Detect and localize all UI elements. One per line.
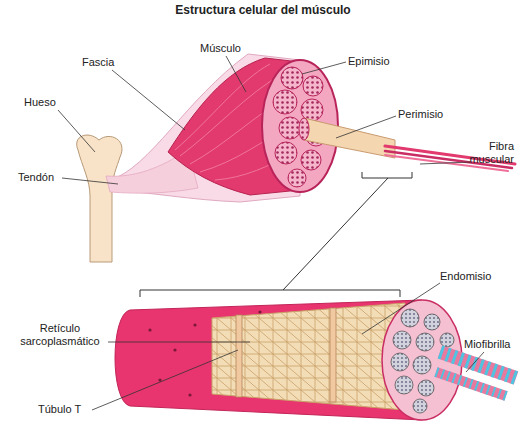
part-label: Epimisio: [348, 55, 408, 68]
part-label: Endomisio: [440, 270, 510, 283]
myofibrils: [436, 352, 516, 396]
fascicle-end: [299, 118, 309, 140]
part-label: Túbulo T: [38, 403, 98, 416]
part-label: Fibra muscular: [456, 140, 514, 166]
part-label: Músculo: [200, 42, 260, 55]
diagram-title: Estructura celular del músculo: [113, 3, 413, 17]
part-label: Retículo sarcoplasmático: [10, 322, 110, 348]
bone: [77, 135, 122, 262]
t-tubules: [236, 308, 336, 402]
perimysium-bundle: [304, 118, 395, 158]
part-label: Perimisio: [398, 108, 458, 121]
sarcoplasmic-reticulum: [212, 303, 405, 410]
leader-lines: [58, 56, 484, 410]
part-label: Miofibrilla: [464, 338, 524, 351]
part-label: Fascia: [82, 56, 132, 69]
nuclei: [148, 310, 261, 396]
zoom-bracket: [140, 172, 412, 297]
myofibril-sections: [391, 309, 454, 413]
fiber-body: [115, 300, 422, 420]
part-label: Hueso: [24, 96, 74, 109]
part-label: Tendón: [18, 171, 68, 184]
